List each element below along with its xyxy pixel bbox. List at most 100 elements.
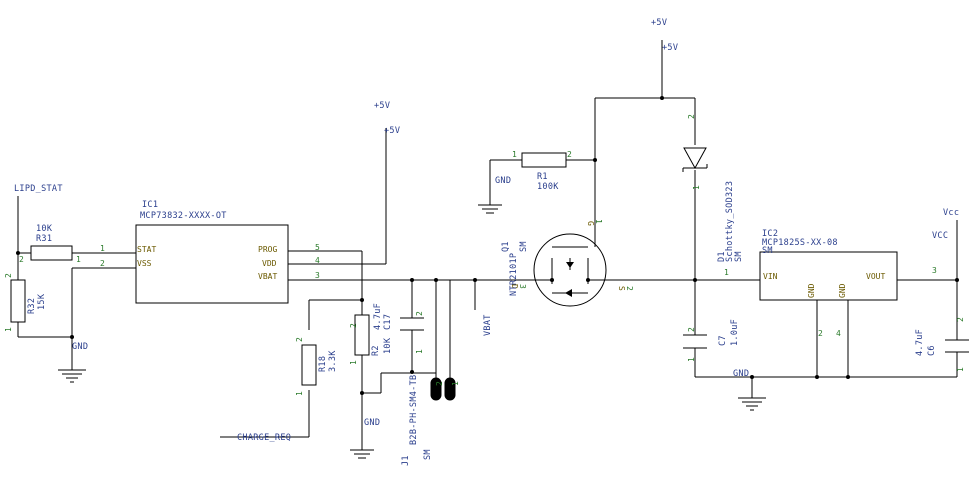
q1-pin-s: S [617,286,626,291]
q1-mosfet [533,233,607,307]
c7-pin2: 2 [687,327,696,332]
net-label-gnd-left: GND [72,342,88,352]
ic2-pin-gnd1: GND [807,283,816,298]
j1-part: B2B-PH-SM4-TB [409,375,419,445]
r18-body [301,344,317,386]
c7-symbol [683,334,707,349]
ic2-pin-gnd2: GND [838,283,847,298]
ic2-ref: IC2 [762,229,778,239]
ic2-suffix: SM [762,246,773,256]
ic1-part: MCP73832-XXXX-OT [140,211,227,221]
ic1-pin-vdd: VDD [262,259,277,268]
net-label-gnd-mid: GND [364,418,380,428]
junction-dot [410,278,414,282]
ic2-body [759,251,898,301]
ic1-pin-prog: PROG [258,245,277,254]
r2-pin2: 2 [349,323,358,328]
r18-pin2: 2 [295,337,304,342]
ic2-pinnum-vout: 3 [932,266,937,275]
r32-value: 15K [37,293,47,310]
ic1-pinnum-vbat: 3 [315,271,320,280]
ic1-pinnum-prog: 5 [315,243,320,252]
r31-ref: R31 [36,234,52,244]
d1-ref: D1 [717,251,727,262]
q1-part: NTR2101P [509,253,519,296]
junction-dot [70,335,74,339]
ground-symbol-mid [350,449,374,459]
r31-value: 10K [36,224,53,234]
ground-symbol-r1 [478,204,502,214]
net-label-vcc: Vcc [943,208,959,218]
ic1-pin-vbat: VBAT [258,272,277,281]
r2-value: 10K [383,337,393,354]
r2-pin1: 1 [349,360,358,365]
net-label-5v-ic1b: +5V [384,126,400,136]
q1-pinnum-2: 2 [625,286,634,291]
c6-ref: C6 [927,345,937,356]
junction-dot [593,158,597,162]
ic1-ref: IC1 [142,200,158,210]
ic1-pinnum-vdd: 4 [315,256,320,265]
c17-pin1: 1 [415,349,424,354]
d1-pin1: 1 [692,185,701,190]
r2-body [354,314,370,356]
ic1-body [135,224,289,304]
junction-dot [410,370,414,374]
c6-pin1: 1 [956,367,965,372]
q1-suffix: SM [519,241,529,252]
ic1-pinnum-stat: 1 [100,244,105,253]
ic1-pinnum-vss: 2 [100,259,105,268]
c7-value: 1.0uF [730,319,740,346]
c7-ref: C7 [718,335,728,346]
net-label-charge-req: CHARGE_REQ [237,433,291,443]
junction-dot [693,278,697,282]
net-label-gnd-right: GND [733,369,749,379]
ic2-pinnum-gnd2: 4 [836,329,841,338]
net-label-5v-top2: +5V [662,43,678,53]
c17-ref: C17 [383,314,393,330]
r32-ref: R32 [27,298,37,314]
r32-pin1: 1 [4,327,13,332]
q1-pin-g: G [586,221,595,226]
ground-symbol-right [738,397,766,411]
junction-dot [846,375,850,379]
c6-pin2: 2 [956,317,965,322]
c17-pin2: 2 [415,311,424,316]
ic2-pinnum-vin: 1 [724,268,729,277]
d1-diode [682,147,708,172]
j1-suffix: SM [423,449,433,460]
c6-symbol [945,339,969,353]
ground-symbol-left [58,369,86,383]
net-label-vcc2: VCC [932,231,948,241]
junction-dot [955,278,959,282]
r1-pin1: 1 [512,150,517,159]
net-label-5v-top: +5V [651,18,667,28]
r1-pin2: 2 [567,150,572,159]
r1-body [521,152,567,168]
d1-pin2: 2 [687,114,696,119]
r31-pin1: 1 [76,255,81,264]
q1-ref: Q1 [501,241,511,252]
q1-pinnum-1: 1 [594,219,603,224]
junctions [16,96,959,395]
r1-ref: R1 [537,172,548,182]
r32-body [10,279,26,323]
junction-dot [660,96,664,100]
r1-value: 100K [537,182,559,192]
r18-ref: R18 [318,356,328,372]
net-label-vbat: VBAT [483,314,493,336]
ic2-pinnum-gnd1: 2 [818,329,823,338]
r2-ref: R2 [371,345,381,356]
ic2-part: MCP1825S-XX-08 [762,238,838,248]
r32-pin2: 2 [4,273,13,278]
ic1-pin-stat: STAT [137,245,156,254]
q1-pinnum-3: 3 [518,284,527,289]
junction-dot [750,375,754,379]
j1-ref: J1 [401,455,411,466]
ic1-pin-vss: VSS [137,259,152,268]
ic2-pin-vin: VIN [763,272,778,281]
junction-dot [434,278,438,282]
c17-symbol [400,317,424,331]
ic2-pin-vout: VOUT [866,272,885,281]
